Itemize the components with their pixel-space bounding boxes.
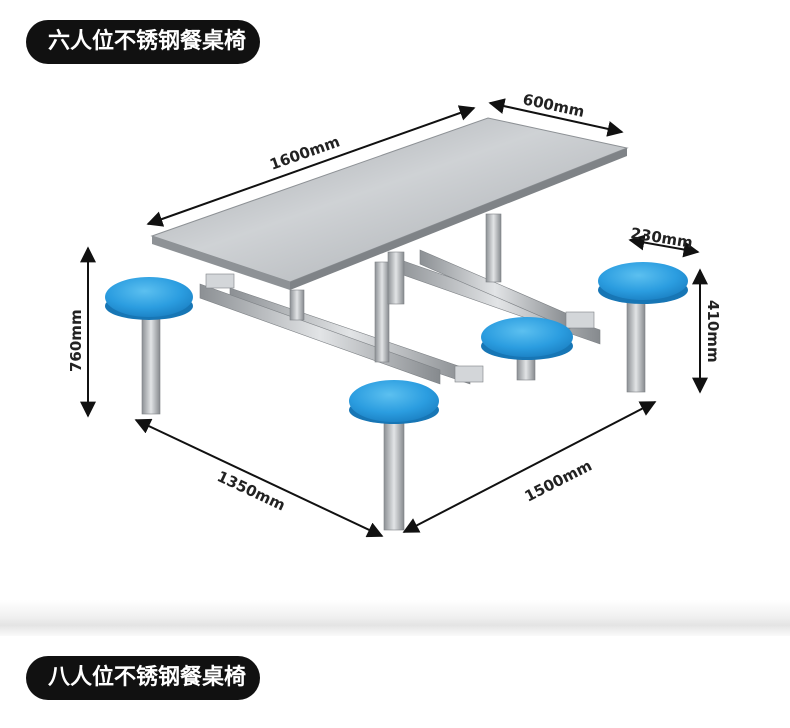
section-title-six-seat: 六人位不锈钢餐桌椅 bbox=[26, 20, 261, 64]
table-chair-product-illustration: 1600mm 600mm 230mm 760mm 410mm 1350mm 15… bbox=[67, 90, 722, 538]
stool-seat-middle bbox=[481, 317, 573, 360]
label-frame-length: 1500mm bbox=[522, 456, 595, 505]
label-seat-height: 410mm bbox=[704, 300, 722, 363]
label-total-height: 760mm bbox=[67, 309, 85, 372]
section-title-eight-seat: 八人位不锈钢餐桌椅 bbox=[26, 656, 261, 700]
stool-legs bbox=[141, 297, 646, 531]
dimension-lines bbox=[80, 98, 708, 538]
section-separator bbox=[0, 600, 790, 636]
stool-seat-front bbox=[349, 380, 439, 424]
label-seat-diameter: 230mm bbox=[629, 224, 694, 252]
stool-seat-right bbox=[598, 262, 688, 304]
stool-seat-left bbox=[105, 277, 193, 320]
table-frame bbox=[199, 213, 601, 385]
